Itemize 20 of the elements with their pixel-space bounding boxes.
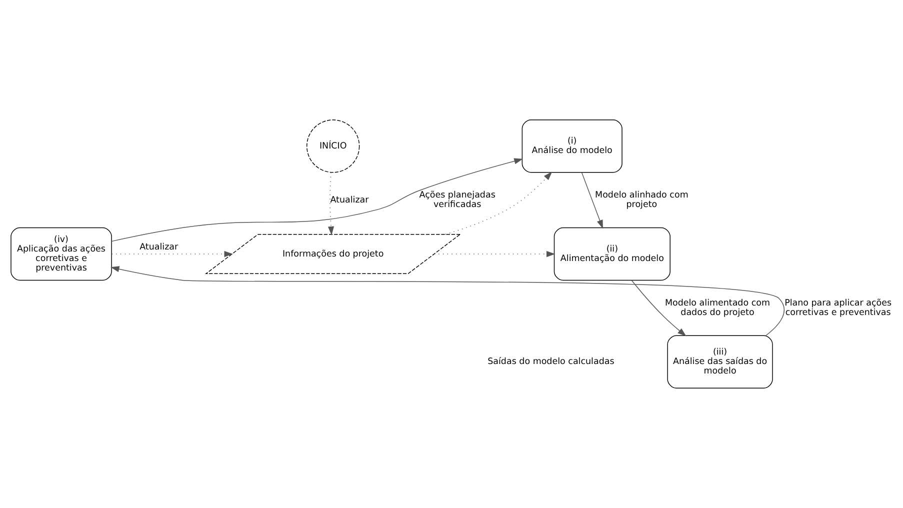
edge-label: Atualizar bbox=[140, 242, 178, 252]
edge-label: Modelo alimentado com dados do projeto bbox=[664, 298, 770, 318]
node-box: (ii) Alimentação do modelo bbox=[554, 227, 670, 281]
node-circle: INÍCIO bbox=[306, 120, 360, 173]
arrow bbox=[444, 172, 552, 235]
node-box: (i) Análise do modelo bbox=[522, 120, 622, 173]
node-box: (iv) Aplicação das ações corretivas e preventivas bbox=[10, 227, 112, 281]
edge-label: Ações planejadas verificadas bbox=[419, 190, 496, 210]
arrow bbox=[631, 280, 686, 336]
arrow bbox=[434, 250, 556, 258]
edge-label: Modelo alinhado com projeto bbox=[595, 190, 688, 210]
edge-label: Atualizar bbox=[330, 195, 369, 206]
node-box: (iii) Análise das saídas do modelo bbox=[667, 335, 773, 388]
label: Saídas do modelo calculadas bbox=[488, 357, 614, 368]
arrow bbox=[111, 250, 233, 258]
edge-label: Plano para aplicar ações corretivas e preventivas bbox=[784, 298, 892, 318]
arrow bbox=[110, 266, 785, 336]
arrow bbox=[111, 158, 523, 242]
arrow bbox=[581, 172, 603, 229]
arrow bbox=[328, 172, 334, 236]
